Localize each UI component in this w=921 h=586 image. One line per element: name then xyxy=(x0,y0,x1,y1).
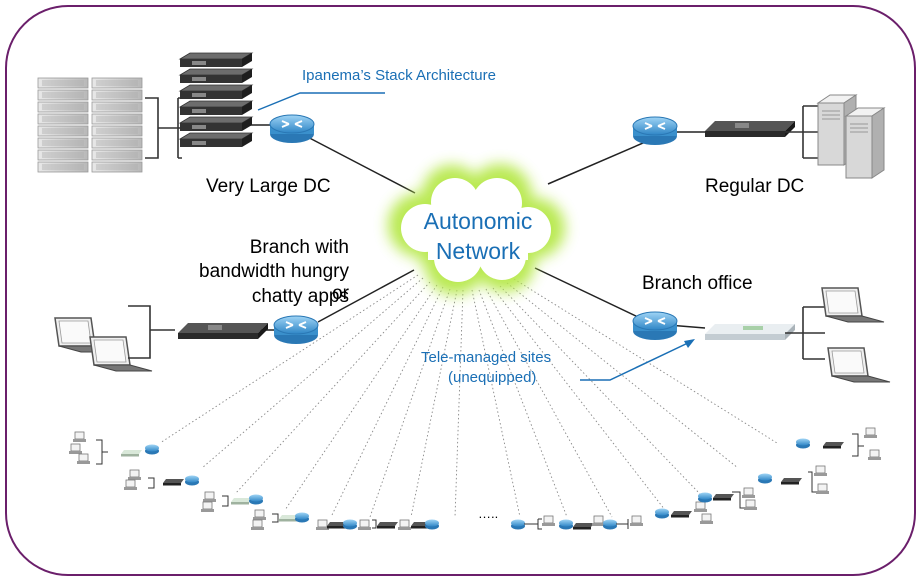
router-icon xyxy=(273,315,319,345)
label-ellipsis: ….. xyxy=(478,506,499,521)
tele-managed-links xyxy=(159,274,778,518)
label-tele-managed-1: Tele-managed sites xyxy=(421,349,552,366)
label-regular-dc: Regular DC xyxy=(705,176,805,197)
label-branch-hungry-3: chatty apps xyxy=(251,286,349,307)
stack-callout-line xyxy=(257,92,385,111)
outer-frame xyxy=(5,5,916,576)
cloud-label-line1: Autonomic xyxy=(423,208,533,234)
router-icon xyxy=(632,116,678,146)
wan-optimizer-icon xyxy=(705,324,795,340)
label-stack-architecture: Ipanema’s Stack Architecture xyxy=(302,67,496,84)
label-branch-office: Branch office xyxy=(642,273,753,294)
tele-managed-callout xyxy=(580,339,695,381)
laptop-icon xyxy=(821,287,891,383)
router-icon xyxy=(632,311,678,341)
cloud-icon xyxy=(388,164,565,295)
server-farm xyxy=(37,77,178,173)
remote-sites-right xyxy=(511,427,882,530)
stack-appliance xyxy=(179,52,253,148)
remote-sites-left xyxy=(68,431,439,531)
router-icon xyxy=(269,114,315,144)
laptop-icon xyxy=(54,317,153,372)
wan-optimizer-icon xyxy=(178,323,268,339)
bracket xyxy=(784,306,826,360)
label-branch-hungry-2: bandwidth hungry or xyxy=(199,261,349,304)
wan-optimizer-icon xyxy=(705,121,795,137)
label-very-large-dc: Very Large DC xyxy=(206,176,331,197)
cloud-label: Autonomic Network xyxy=(403,206,553,266)
label-tele-managed-2: (unequipped) xyxy=(448,369,537,386)
cloud-label-line2: Network xyxy=(435,238,521,264)
bracket xyxy=(128,305,175,359)
label-branch-hungry-1: Branch with xyxy=(249,237,349,258)
server-icon xyxy=(817,94,885,179)
